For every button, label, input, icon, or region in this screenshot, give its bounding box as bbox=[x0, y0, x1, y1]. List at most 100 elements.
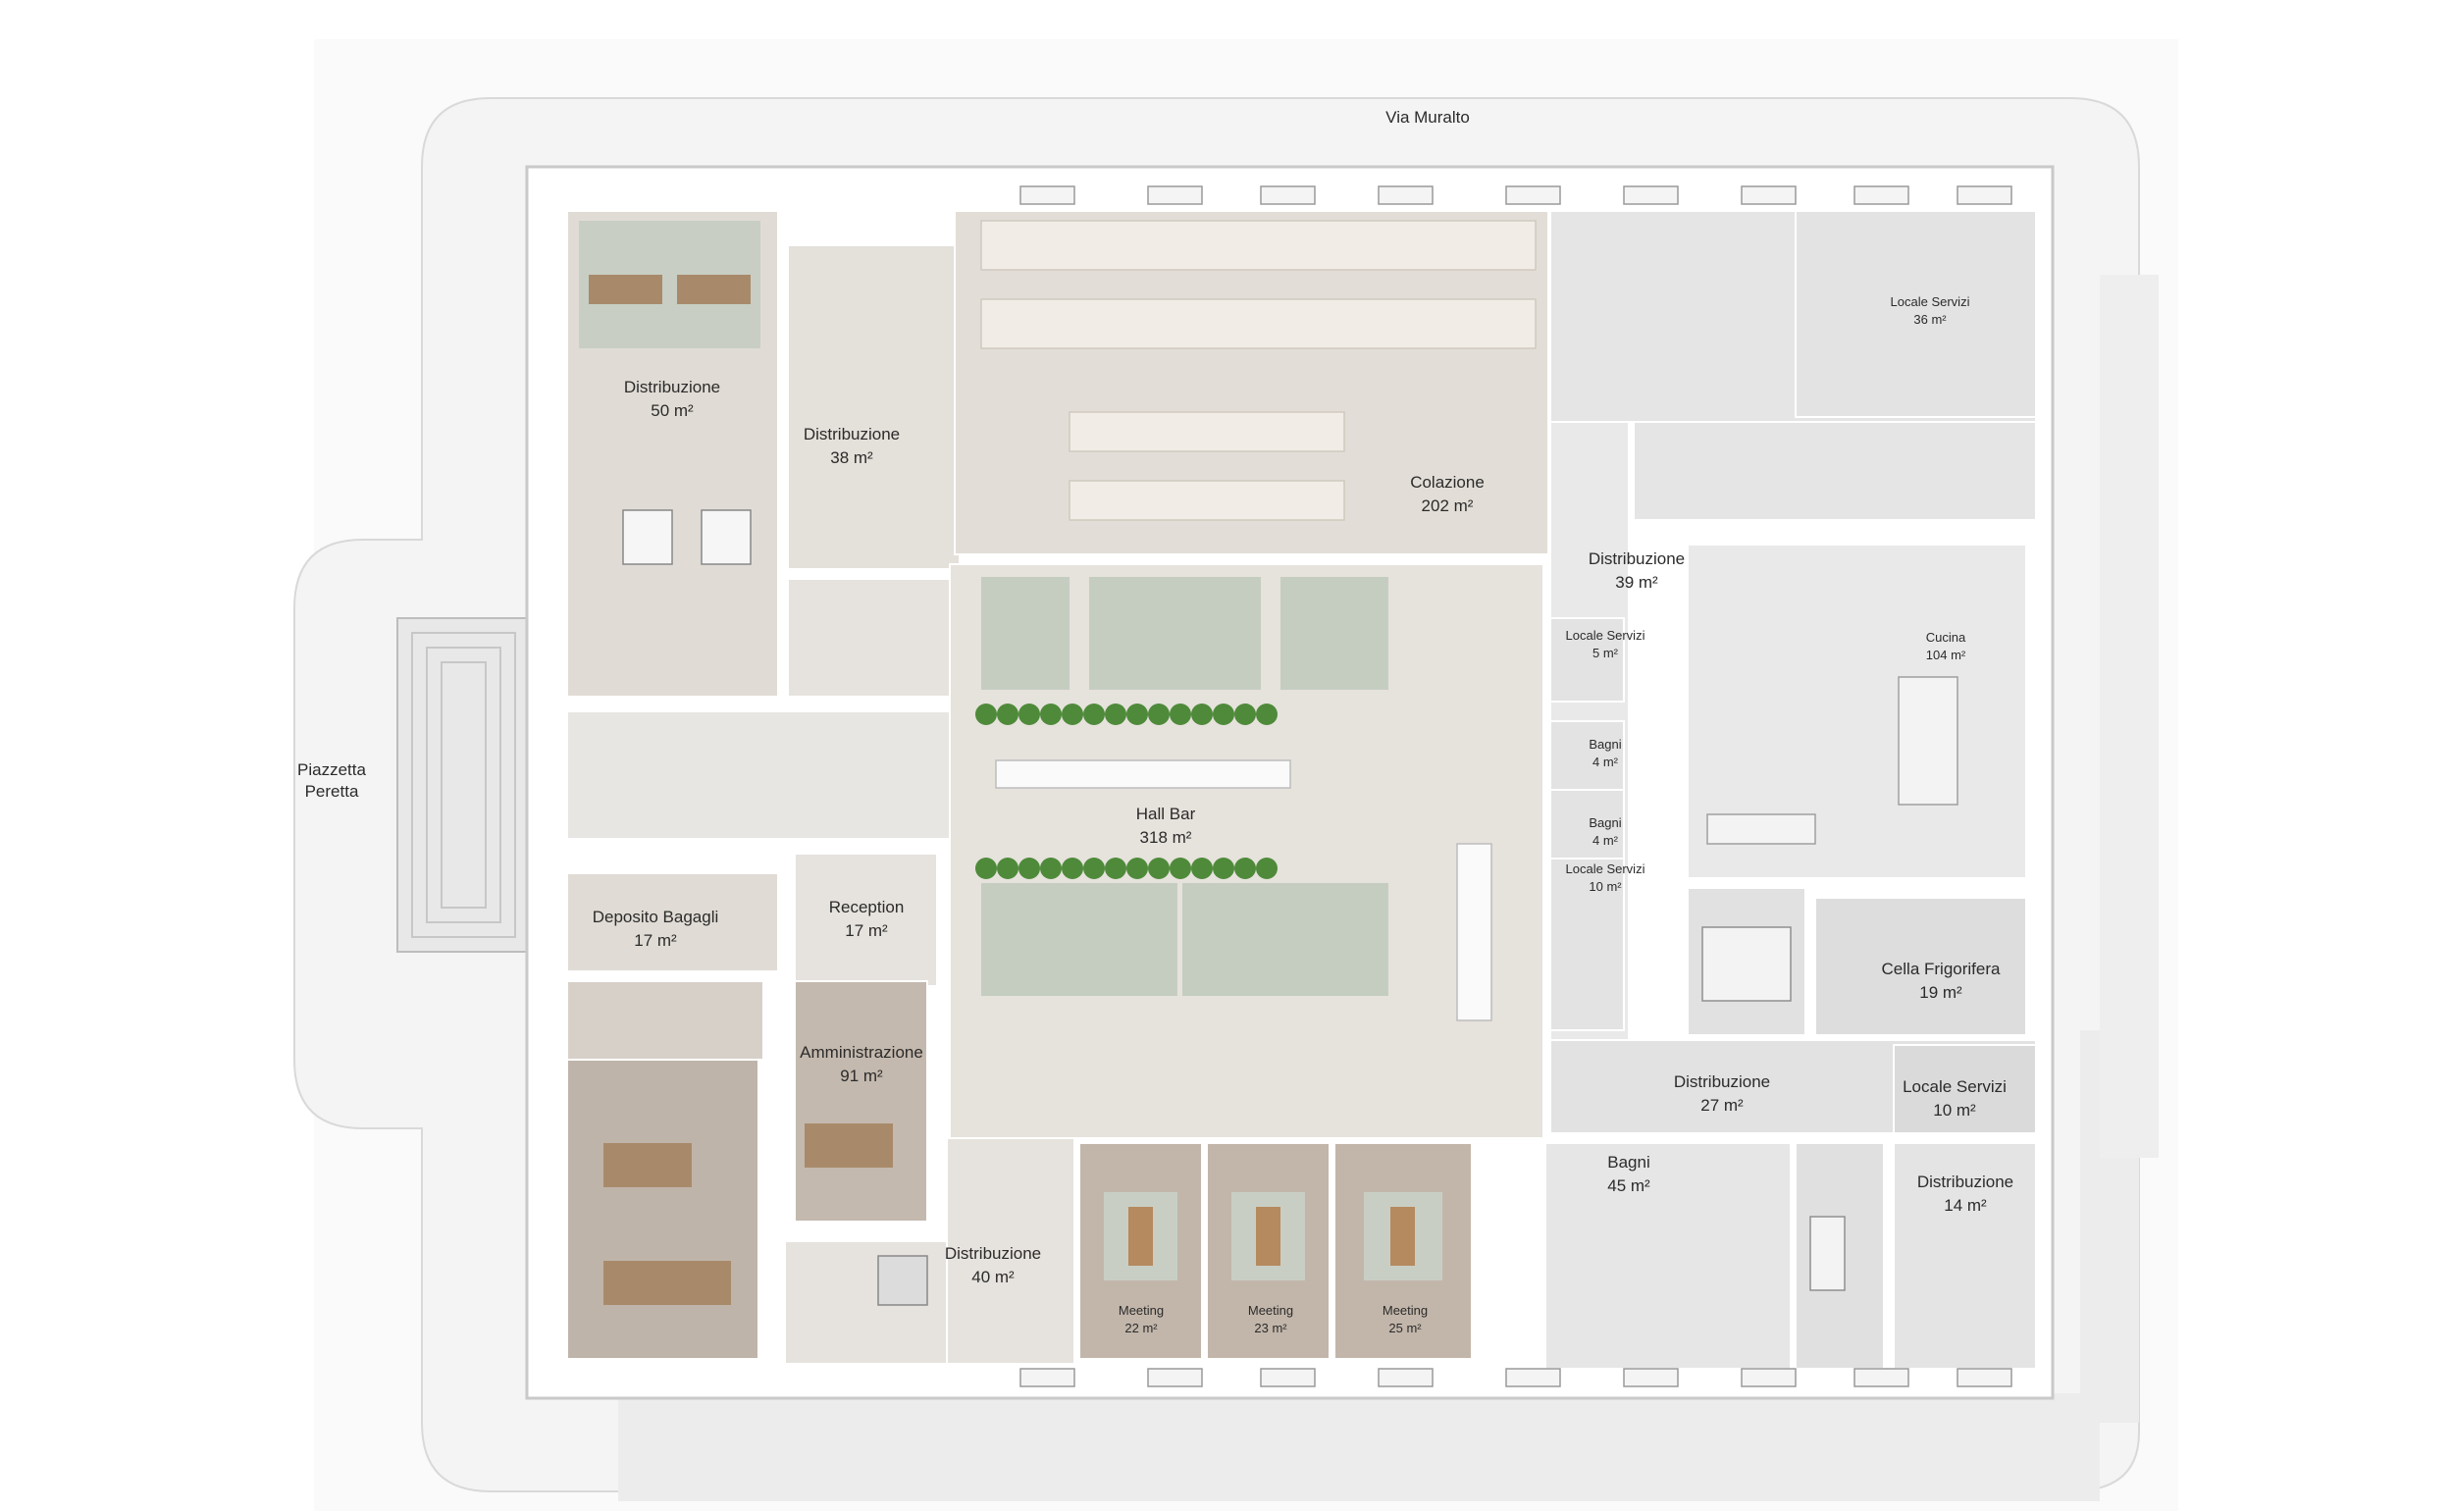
colazione-area bbox=[954, 210, 1549, 555]
room-name-locale-servizi-5: Locale Servizi bbox=[1566, 628, 1645, 643]
window bbox=[1853, 185, 1909, 205]
plant bbox=[1062, 704, 1083, 725]
room-area-locale-servizi-36: 36 m² bbox=[1913, 312, 1947, 327]
admin-desks bbox=[603, 1123, 893, 1305]
window bbox=[1957, 185, 2012, 205]
room-name-bagni-45: Bagni bbox=[1607, 1153, 1649, 1172]
room-name-deposito-bagagli: Deposito Bagagli bbox=[593, 908, 719, 926]
street-labels: Via Muralto Piazzetta Peretta bbox=[297, 108, 1470, 801]
room-name-distribuzione-40: Distribuzione bbox=[945, 1244, 1041, 1263]
plant bbox=[1213, 858, 1234, 879]
window bbox=[1019, 1368, 1075, 1387]
room-area-distribuzione-39: 39 m² bbox=[1615, 573, 1658, 592]
plant bbox=[1256, 704, 1278, 725]
plant bbox=[1105, 858, 1126, 879]
room-name-locale-servizi-10a: Locale Servizi bbox=[1566, 861, 1645, 876]
plant bbox=[1126, 704, 1148, 725]
room-labels: Distribuzione 50 m² Distribuzione 38 m² … bbox=[593, 294, 2013, 1335]
plant bbox=[1191, 704, 1213, 725]
plant bbox=[1105, 704, 1126, 725]
room-area-reception: 17 m² bbox=[845, 921, 888, 940]
plant bbox=[997, 704, 1018, 725]
room-area-cucina: 104 m² bbox=[1926, 648, 1966, 662]
room-area-bagni-4a: 4 m² bbox=[1592, 755, 1619, 769]
street-label-north: Via Muralto bbox=[1385, 108, 1470, 127]
room-name-distribuzione-50: Distribuzione bbox=[624, 378, 720, 396]
room-name-meeting-25: Meeting bbox=[1383, 1303, 1428, 1318]
room-name-distribuzione-14: Distribuzione bbox=[1917, 1173, 2013, 1191]
room-name-reception: Reception bbox=[829, 898, 905, 916]
plant bbox=[1018, 858, 1040, 879]
west-wing bbox=[566, 210, 1075, 1365]
window bbox=[1019, 185, 1075, 205]
room-name-meeting-22: Meeting bbox=[1119, 1303, 1164, 1318]
plant bbox=[1040, 704, 1062, 725]
room-area-meeting-22: 22 m² bbox=[1124, 1321, 1158, 1335]
room-name-cella-frigorifera: Cella Frigorifera bbox=[1882, 960, 2001, 978]
window bbox=[1378, 185, 1434, 205]
planters bbox=[975, 704, 1278, 879]
room-name-cucina: Cucina bbox=[1926, 630, 1966, 645]
room-area-distribuzione-27: 27 m² bbox=[1700, 1096, 1744, 1115]
window bbox=[1378, 1368, 1434, 1387]
plant bbox=[1062, 858, 1083, 879]
distribution-furniture bbox=[579, 221, 928, 1306]
window bbox=[1147, 185, 1203, 205]
room-name-locale-servizi-10b: Locale Servizi bbox=[1903, 1077, 2007, 1096]
room-area-deposito-bagagli: 17 m² bbox=[634, 931, 677, 950]
plant bbox=[1191, 858, 1213, 879]
room-area-distribuzione-38: 38 m² bbox=[830, 448, 873, 467]
window bbox=[1505, 1368, 1561, 1387]
plant bbox=[1148, 858, 1170, 879]
plant bbox=[1083, 704, 1105, 725]
colazione-tables bbox=[980, 220, 1537, 521]
room-area-bagni-4b: 4 m² bbox=[1592, 833, 1619, 848]
room-area-amministrazione: 91 m² bbox=[840, 1067, 883, 1085]
room-name-locale-servizi-36: Locale Servizi bbox=[1891, 294, 1970, 309]
room-area-distribuzione-50: 50 m² bbox=[651, 401, 694, 420]
kitchen-equipment bbox=[1701, 676, 1958, 1291]
meeting-wing bbox=[1078, 1142, 1473, 1360]
window bbox=[1957, 1368, 2012, 1387]
room-name-amministrazione: Amministrazione bbox=[800, 1043, 923, 1062]
room-name-bagni-4a: Bagni bbox=[1589, 737, 1621, 752]
plant bbox=[1083, 858, 1105, 879]
plant bbox=[1126, 858, 1148, 879]
plant bbox=[1148, 704, 1170, 725]
bar-counter bbox=[995, 759, 1291, 789]
plant bbox=[1234, 858, 1256, 879]
room-area-locale-servizi-10a: 10 m² bbox=[1589, 879, 1622, 894]
window bbox=[1505, 185, 1561, 205]
room-area-meeting-25: 25 m² bbox=[1388, 1321, 1422, 1335]
street-label-west-line1: Piazzetta bbox=[297, 760, 366, 779]
room-area-distribuzione-14: 14 m² bbox=[1944, 1196, 1987, 1215]
east-wing bbox=[1544, 210, 2037, 1370]
room-name-distribuzione-27: Distribuzione bbox=[1674, 1072, 1770, 1091]
window bbox=[1623, 185, 1679, 205]
meeting-tables bbox=[1104, 1192, 1442, 1280]
plant bbox=[1040, 858, 1062, 879]
lounge-seating bbox=[981, 577, 1388, 996]
room-area-cella-frigorifera: 19 m² bbox=[1919, 983, 1962, 1002]
window bbox=[1623, 1368, 1679, 1387]
room-area-locale-servizi-5: 5 m² bbox=[1592, 646, 1619, 660]
room-name-colazione: Colazione bbox=[1410, 473, 1485, 492]
room-name-distribuzione-38: Distribuzione bbox=[804, 425, 900, 443]
window bbox=[1260, 1368, 1316, 1387]
window bbox=[1741, 1368, 1797, 1387]
room-name-meeting-23: Meeting bbox=[1248, 1303, 1293, 1318]
room-area-locale-servizi-10b: 10 m² bbox=[1933, 1101, 1976, 1120]
room-name-hall-bar: Hall Bar bbox=[1136, 805, 1196, 823]
window bbox=[1147, 1368, 1203, 1387]
facade-windows bbox=[1019, 185, 2012, 1387]
window bbox=[1853, 1368, 1909, 1387]
street-label-west-line2: Peretta bbox=[305, 782, 359, 801]
plant bbox=[1018, 704, 1040, 725]
service-counter bbox=[1456, 843, 1492, 1021]
room-area-hall-bar: 318 m² bbox=[1140, 828, 1192, 847]
room-area-colazione: 202 m² bbox=[1422, 496, 1474, 515]
plant bbox=[1256, 858, 1278, 879]
plant bbox=[1170, 704, 1191, 725]
window bbox=[1260, 185, 1316, 205]
